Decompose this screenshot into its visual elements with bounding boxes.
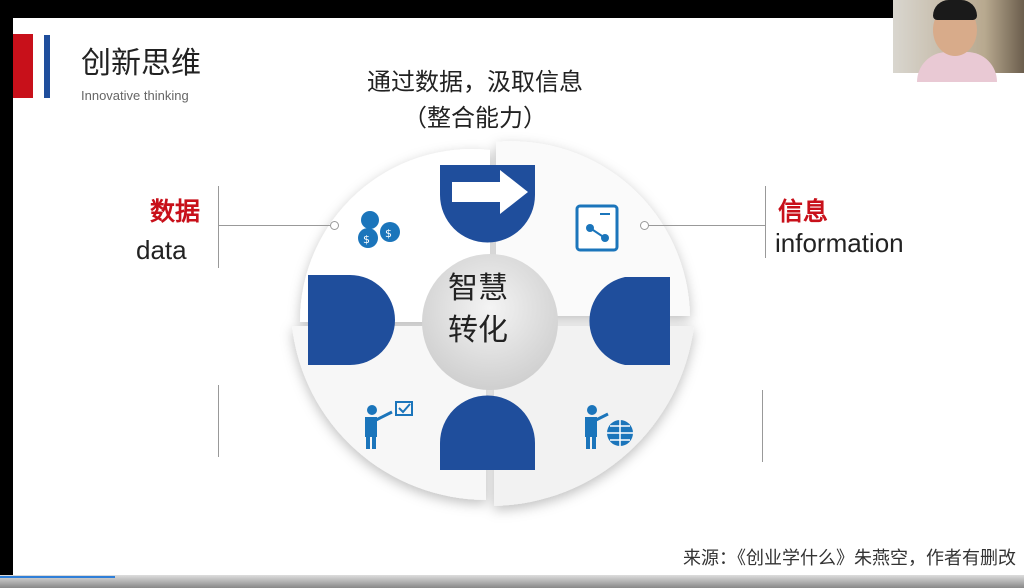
- svg-text:$: $: [363, 233, 370, 246]
- title-accent-red: [13, 34, 33, 98]
- source-citation: 来源：《创业学什么》朱燕空，作者有删改: [683, 548, 1016, 569]
- flowchart-document-icon: [575, 204, 619, 252]
- playback-progress[interactable]: [0, 576, 115, 578]
- center-line2: 转化: [448, 313, 508, 348]
- notch-right: [589, 277, 670, 365]
- presenter-globe-icon: [585, 405, 633, 449]
- notch-bottom: [440, 395, 535, 470]
- center-line1: 智慧: [448, 271, 508, 306]
- top-caption-line2: （整合能力）: [403, 104, 547, 132]
- top-caption-line1: 通过数据，汲取信息: [367, 68, 583, 96]
- right-lower-divider: [762, 390, 763, 462]
- title-accent-blue: [44, 35, 50, 98]
- webcam-overlay: [893, 0, 1024, 82]
- notch-left: [308, 275, 395, 365]
- left-label-cn: 数据: [150, 197, 201, 226]
- quadrant-bottom-right: [494, 326, 694, 506]
- right-label-cn: 信息: [778, 197, 829, 226]
- right-divider: [765, 186, 766, 258]
- presenter-hair: [933, 0, 977, 20]
- center-circle: [422, 254, 558, 390]
- center-label: 智慧 转化: [433, 268, 523, 352]
- svg-text:$: $: [385, 227, 392, 240]
- left-connector: [218, 225, 330, 226]
- right-label-en: information: [775, 228, 904, 258]
- presenter-shirt: [917, 52, 997, 82]
- player-bottom-bar: [0, 575, 1024, 588]
- top-caption: 通过数据，汲取信息 （整合能力）: [340, 64, 610, 136]
- right-connector-dot: [640, 221, 649, 230]
- right-connector: [648, 225, 765, 226]
- arrow-right-icon: [452, 170, 528, 214]
- left-connector-dot: [330, 221, 339, 230]
- presenter-checklist-icon: [365, 401, 413, 449]
- left-divider: [218, 186, 219, 268]
- coins-icon: $$: [358, 211, 400, 248]
- slide-title: 创新思维: [81, 46, 201, 81]
- left-lower-divider: [218, 385, 219, 457]
- left-label-en: data: [136, 235, 187, 265]
- slide-subtitle: Innovative thinking: [81, 88, 189, 103]
